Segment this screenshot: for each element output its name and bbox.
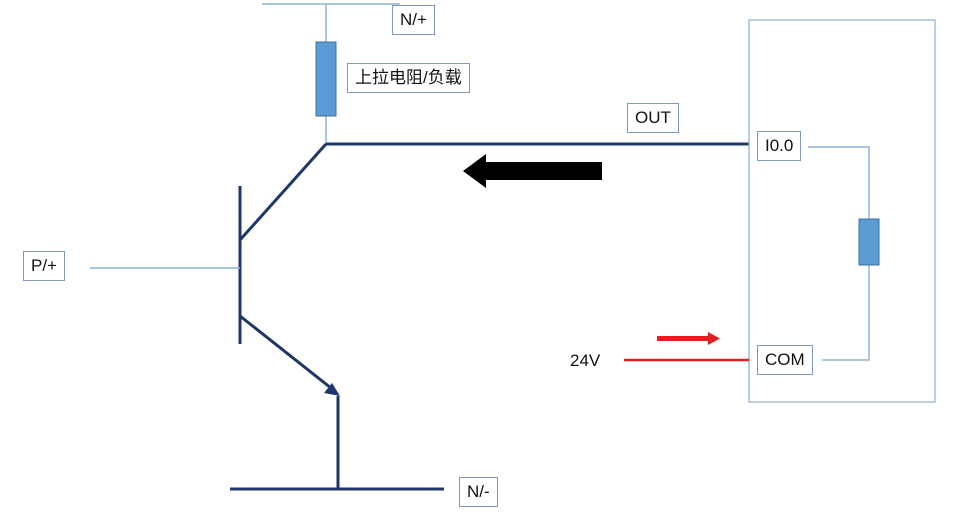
com-label: COM xyxy=(757,345,813,375)
out-label: OUT xyxy=(627,103,679,133)
module-internal-resistor xyxy=(858,218,880,266)
p-plus-label: P/+ xyxy=(23,251,65,281)
emitter-line xyxy=(239,314,337,394)
n-minus-label: N/- xyxy=(459,477,498,507)
pullup-resistor xyxy=(315,41,337,117)
v24-label: 24V xyxy=(570,351,601,370)
current-direction-arrow xyxy=(463,154,602,188)
plc-input-module xyxy=(748,19,936,403)
input-i00-label: I0.0 xyxy=(757,131,802,161)
collector-line xyxy=(238,142,328,242)
v24-current-arrow xyxy=(657,332,720,345)
n-plus-label: N/+ xyxy=(392,5,435,35)
pullup-resistor-label: 上拉电阻/负载 xyxy=(347,63,470,93)
emitter-arrowhead xyxy=(324,383,340,396)
